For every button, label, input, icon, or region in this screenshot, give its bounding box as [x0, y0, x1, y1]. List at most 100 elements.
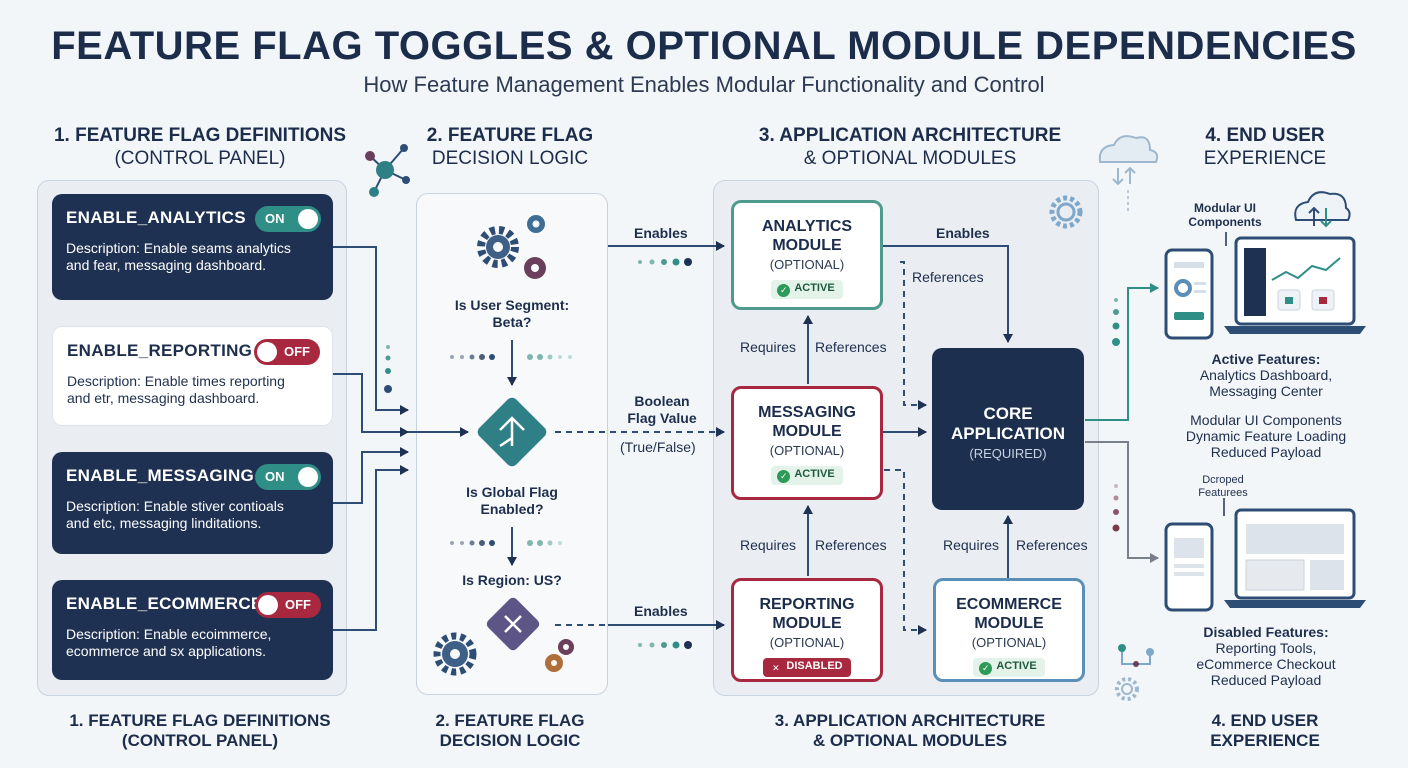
column-footer-line: 3. APPLICATION ARCHITECTURE: [774, 711, 1046, 730]
cloud-upload-icon: [1294, 191, 1351, 228]
active-features-title: Active Features:: [1211, 351, 1321, 367]
edge-label-references: References: [1016, 537, 1088, 553]
column-header-line: DECISION LOGIC: [431, 148, 589, 169]
flag-toggle-reporting[interactable]: OFF: [254, 339, 320, 365]
column-header-line: 2. FEATURE FLAG: [426, 125, 594, 146]
flag-description: Description: Enable times reporting and …: [67, 373, 318, 407]
decision-diamond-region: [486, 597, 540, 651]
decision-diamond-main: [477, 397, 547, 467]
column-header-experience: 4. END USER EXPERIENCE: [1180, 124, 1350, 170]
module-analytics[interactable]: ANALYTICS MODULE (OPTIONAL) ✓ACTIVE: [731, 200, 883, 310]
label-line: Modular UI: [1194, 201, 1256, 215]
page-subtitle: How Feature Management Enables Modular F…: [363, 72, 1045, 97]
core-application[interactable]: CORE APPLICATION (REQUIRED): [932, 348, 1084, 510]
status-badge: ✕DISABLED: [763, 658, 851, 677]
flag-name: ENABLE_MESSAGING: [66, 466, 255, 485]
phone-active-icon: [1164, 248, 1214, 340]
benefit-line: Reduced Payload: [1210, 444, 1322, 460]
flag-card-ecommerce[interactable]: ENABLE_ECOMMERCE OFF Description: Enable…: [52, 580, 333, 680]
flag-toggle-analytics[interactable]: ON: [255, 206, 321, 232]
module-reporting[interactable]: REPORTING MODULE (OPTIONAL) ✕DISABLED: [731, 578, 883, 682]
flag-card-messaging[interactable]: ENABLE_MESSAGING ON Description: Enable …: [52, 452, 333, 554]
check-icon: ✓: [777, 470, 791, 483]
gear-small-bottom-icon: [1115, 677, 1139, 701]
gear-bottom-right-icon: [545, 639, 574, 672]
module-name: MODULE: [772, 615, 842, 632]
flag-name: ENABLE_ANALYTICS: [66, 208, 246, 227]
flag-description-line: and fear, messaging dashboard.: [66, 257, 267, 273]
edge-label-references: References: [912, 269, 984, 285]
column-header-line: & OPTIONAL MODULES: [803, 148, 1017, 169]
badge-label: ACTIVE: [794, 468, 835, 480]
label-line: Components: [1188, 215, 1262, 229]
module-ecommerce[interactable]: ECOMMERCE MODULE (OPTIONAL) ✓ACTIVE: [933, 578, 1085, 682]
check-icon: ✓: [777, 284, 791, 297]
network-node-icon: [365, 144, 410, 197]
status-badge: ✓ACTIVE: [973, 658, 1045, 677]
column-footer-flags: 1. FEATURE FLAG DEFINITIONS (CONTROL PAN…: [40, 711, 360, 751]
question-line: Is User Segment:: [454, 297, 570, 313]
edge-label-line: Boolean: [634, 393, 690, 409]
disabled-features-line: eCommerce Checkout: [1196, 656, 1336, 672]
active-features: Active Features: Analytics Dashboard, Me…: [1166, 351, 1366, 399]
module-name: ANALYTICS: [761, 218, 853, 235]
question-line: Enabled?: [480, 501, 544, 517]
benefit-line: Dynamic Feature Loading: [1185, 428, 1347, 444]
status-badge: ✓ACTIVE: [771, 280, 843, 299]
column-footer-line: 4. END USER: [1211, 711, 1319, 730]
disabled-features-line: Reporting Tools,: [1215, 640, 1317, 656]
module-name: MESSAGING: [758, 404, 856, 421]
flag-description-line: Description: Enable ecoimmerce,: [66, 626, 272, 642]
active-features-line: Analytics Dashboard,: [1199, 367, 1333, 383]
edge-messaging-flag: [333, 447, 409, 504]
module-messaging[interactable]: MESSAGING MODULE (OPTIONAL) ✓ACTIVE: [731, 386, 883, 500]
module-subtitle: (OPTIONAL): [769, 257, 845, 272]
flag-name: ENABLE_ECOMMERCE: [66, 594, 263, 613]
flag-card-reporting[interactable]: ENABLE_REPORTING OFF Description: Enable…: [52, 326, 333, 426]
laptop-disabled-icon: [1224, 508, 1366, 608]
edge-messaging-ecommerce: [884, 469, 927, 635]
badge-label: ACTIVE: [794, 282, 835, 294]
column-header-flags: 1. FEATURE FLAG DEFINITIONS (CONTROL PAN…: [40, 124, 360, 170]
edge-label-requires: Requires: [943, 537, 1000, 553]
module-subtitle: (OPTIONAL): [971, 635, 1047, 650]
column-footer-line: 1. FEATURE FLAG DEFINITIONS: [69, 711, 331, 730]
flag-description: Description: Enable ecoimmerce, ecommerc…: [66, 626, 319, 660]
edge-analytics-core: [883, 245, 1013, 343]
column-footer-logic: 2. FEATURE FLAG DECISION LOGIC: [410, 711, 610, 751]
label-line: Dcroped: [1202, 474, 1244, 486]
edge-core-active-ux: [1085, 283, 1159, 421]
column-header-line: 4. END USER: [1205, 125, 1325, 146]
label-line: Featurees: [1198, 487, 1248, 499]
flag-toggle-ecommerce[interactable]: OFF: [255, 592, 321, 618]
core-subtitle: (REQUIRED): [969, 446, 1047, 461]
page-title: FEATURE FLAG TOGGLES & OPTIONAL MODULE D…: [51, 24, 1357, 68]
connector-node-icon: [1118, 644, 1154, 667]
edge-label-enables-core: Enables: [936, 225, 990, 241]
flag-card-analytics[interactable]: ENABLE_ANALYTICS ON Description: Enable …: [52, 194, 333, 300]
column-header-line: (CONTROL PANEL): [114, 148, 286, 169]
edge-references-top: [900, 261, 927, 410]
column-header-line: 3. APPLICATION ARCHITECTURE: [758, 125, 1062, 146]
edge-label-line: Flag Value: [627, 410, 697, 426]
flag-toggle-messaging[interactable]: ON: [255, 464, 321, 490]
column-footer-line: DECISION LOGIC: [439, 731, 581, 750]
edge-label-references: References: [815, 339, 887, 355]
column-header-logic: 2. FEATURE FLAG DECISION LOGIC: [410, 124, 610, 170]
question-region: Is Region: US?: [462, 572, 562, 588]
module-name: REPORTING: [759, 596, 855, 613]
edge-core-disabled-ux: [1085, 441, 1159, 563]
x-icon: ✕: [772, 663, 780, 673]
column-footer-experience: 4. END USER EXPERIENCE: [1180, 711, 1350, 751]
edge-label-enables: Enables: [634, 225, 688, 241]
edge-reporting-flag: [333, 373, 409, 437]
edge-label-requires: Requires: [740, 537, 797, 553]
column-footer-line: EXPERIENCE: [1210, 731, 1320, 750]
flag-description-line: Description: Enable seams analytics: [66, 240, 291, 256]
flag-description-line: Description: Enable stiver contioals: [66, 498, 284, 514]
module-name: MODULE: [974, 615, 1044, 632]
dot-accents: [384, 258, 1120, 649]
gear-cluster-top-icon: [477, 215, 546, 279]
edge-ecommerce-flag: [333, 465, 409, 631]
